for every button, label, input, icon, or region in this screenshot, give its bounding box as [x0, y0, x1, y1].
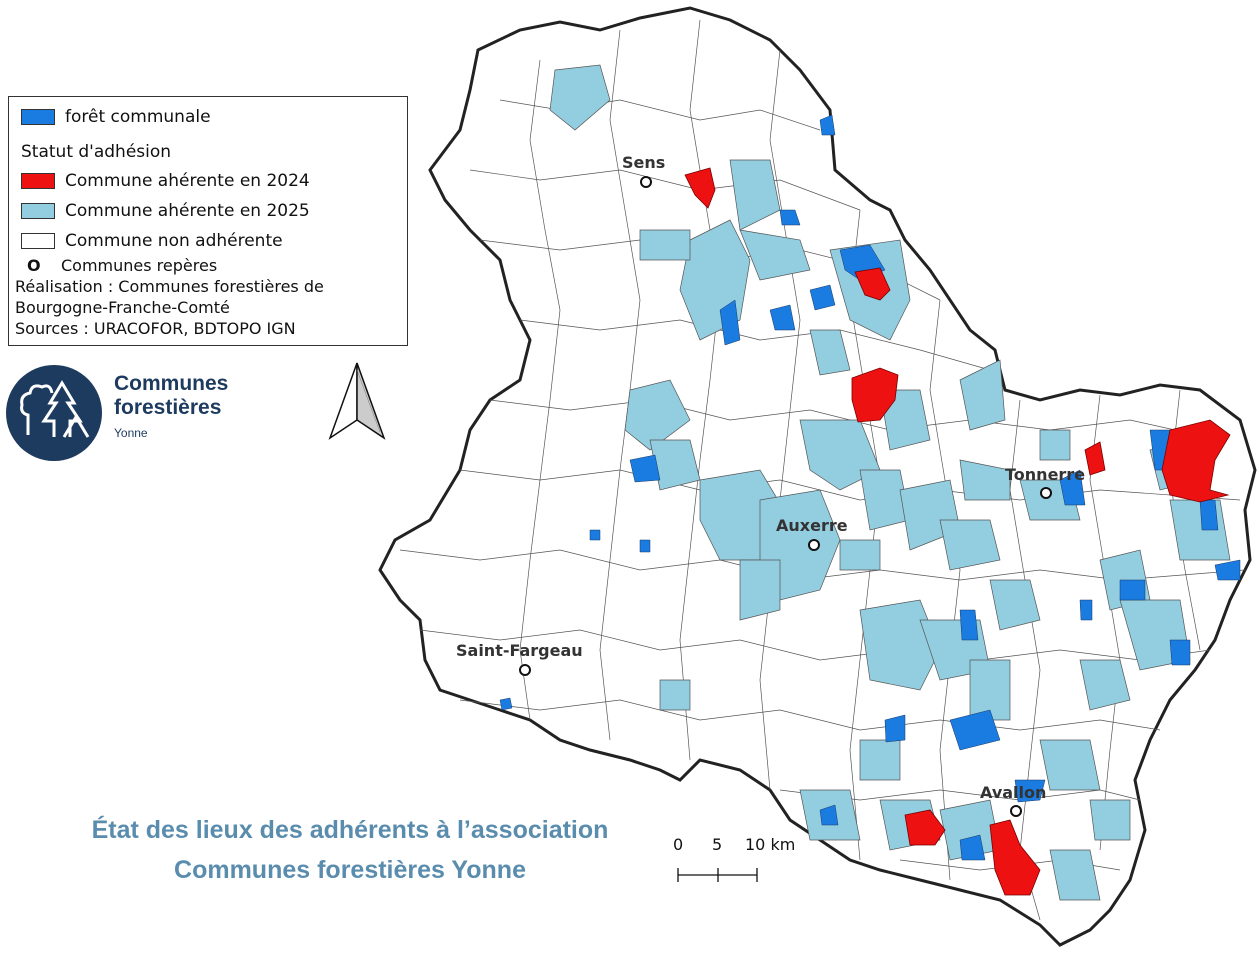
member-2024-label: Commune ahérente en 2024 [65, 171, 310, 191]
landmark-towns: Sens Tonnerre Auxerre Saint-Fargeau Aval… [456, 153, 1085, 817]
scale-label-10: 10 km [745, 835, 796, 854]
town-saint-fargeau-label: Saint-Fargeau [456, 641, 583, 660]
credit-line1: Réalisation : Communes forestières de [15, 277, 324, 296]
forest-swatch [21, 109, 55, 125]
town-tonnerre-label: Tonnerre [1005, 465, 1085, 484]
forest-label: forêt communale [65, 107, 211, 127]
legend: forêt communale Statut d'adhésion Commun… [8, 96, 408, 346]
non-member-swatch [21, 233, 55, 249]
scale-label-0: 0 [673, 835, 684, 854]
logo-text-line3: Yonne [114, 426, 148, 440]
member-2025-swatch [21, 203, 55, 219]
map-title: État des lieux des adhérents à l’associa… [60, 810, 640, 890]
map-title-line2: Communes forestières Yonne [174, 856, 526, 884]
landmark-marker: O [27, 256, 41, 275]
town-auxerre-marker [808, 539, 820, 551]
town-avallon-marker [1010, 805, 1022, 817]
logo-text-line1: Communes [114, 372, 229, 395]
town-saint-fargeau-marker [519, 664, 531, 676]
non-member-label: Commune non adhérente [65, 231, 283, 251]
department-outline [378, 6, 1257, 947]
member-2024-swatch [21, 173, 55, 189]
landmark-label: Communes repères [61, 256, 218, 275]
logo-text-line2: forestières [114, 396, 222, 419]
scale-bar [677, 868, 758, 882]
sources-line: Sources : URACOFOR, BDTOPO IGN [15, 319, 296, 338]
status-heading: Statut d'adhésion [21, 142, 172, 162]
tree-logo-icon [6, 365, 102, 461]
member-2025-label: Commune ahérente en 2025 [65, 201, 310, 221]
town-tonnerre-marker [1040, 487, 1052, 499]
member-2024-communes [684, 167, 1231, 896]
map-title-line1: État des lieux des adhérents à l’associa… [91, 816, 609, 844]
town-sens-label: Sens [622, 153, 665, 172]
north-arrow-icon [328, 362, 386, 440]
member-2025-communes [549, 64, 1231, 901]
town-auxerre-label: Auxerre [776, 516, 848, 535]
town-sens-marker [640, 176, 652, 188]
town-avallon-label: Avallon [980, 783, 1046, 802]
scale-label-5: 5 [712, 835, 723, 854]
credit-line2: Bourgogne-Franche-Comté [15, 298, 230, 317]
